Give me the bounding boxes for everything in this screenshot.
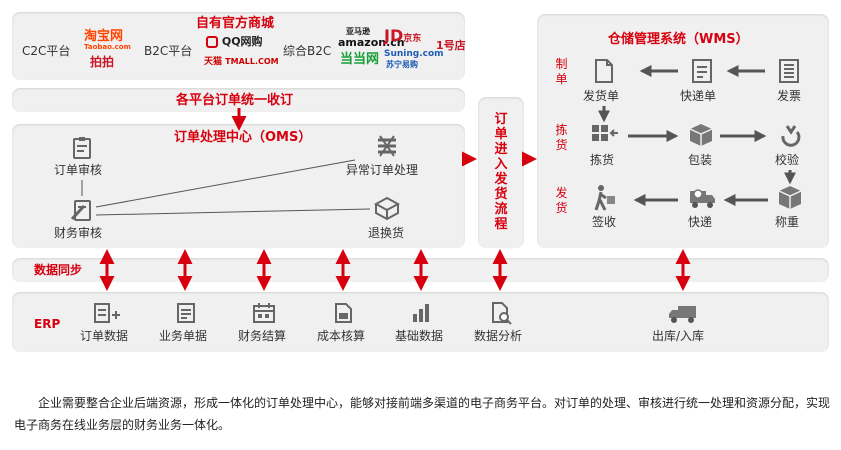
erp-item-inbound-outbound: 出库/入库 [652,329,705,343]
data-analysis-icon [492,302,512,325]
shipping-note-label: 发货单 [583,89,620,103]
b2c-label: B2C平台 [144,44,193,58]
abnormal-order-label: 异常订单处理 [346,163,419,177]
tmall-logo-en: TMALL.COM [225,57,279,66]
tmall-logo: 天猫 TMALL.COM [204,58,279,67]
platforms-title: 自有官方商城 [196,16,275,31]
qq-logo: QQ网购 [206,36,263,48]
packing-label: 包装 [688,153,713,167]
taobao-logo: 淘宝网 [84,29,124,44]
paipai-logo: 拍拍 [90,55,115,69]
amazon-logo: amazon.cn [338,36,405,49]
yhd-logo: 1号店 [436,39,466,52]
erp-item-business-docs: 业务单据 [159,329,208,343]
finance-review-label: 财务审核 [54,226,103,240]
order-review-label: 订单审核 [54,163,103,177]
wms-row-label-1: 制单 [555,57,568,86]
erp-label: ERP [34,317,61,331]
return-exchange-icon [374,196,400,220]
erp-item-finance-settlement: 财务结算 [238,329,287,343]
packing-icon [689,124,713,146]
weighing-icon [778,186,802,209]
oms-title: 订单处理中心（OMS） [174,130,312,145]
erp-item-order-data: 订单数据 [80,329,129,343]
base-data-icon [413,304,429,322]
picking-label: 拣货 [590,153,615,167]
cost-accounting-icon [335,303,352,323]
order-review-icon [73,137,91,159]
sign-receipt-label: 签收 [592,215,617,229]
finance-review-icon [70,200,91,221]
weighing-label: 称重 [775,215,800,229]
order-data-icon [94,303,120,323]
picking-icon [592,125,618,141]
taobao-logo-en: Taobao.com [84,43,131,51]
express-note-label: 快递单 [680,89,717,103]
amazon-cn-logo: 亚马逊 [346,27,370,36]
inspection-icon [781,125,801,147]
erp-item-base-data: 基础数据 [395,329,444,343]
combo-label: 综合B2C [283,44,332,58]
platforms-panel [12,12,465,80]
flow-title: 订单进入发货流程 [494,112,508,232]
express-note-icon [692,59,712,83]
courier-label: 快递 [688,215,713,229]
flow-panel [478,97,524,248]
shipping-note-icon [595,59,613,83]
wms-title: 仓储管理系统（WMS） [608,32,749,47]
jd-logo: JD京东 [384,28,421,44]
description-paragraph: 企业需要整合企业后端资源，形成一体化的订单处理中心，能够对接前端多渠道的电子商务… [14,396,831,432]
erp-item-data-analysis: 数据分析 [474,329,523,343]
finance-settlement-icon [253,303,275,323]
collect-title: 各平台订单统一收订 [176,93,294,108]
return-exchange-label: 退换货 [368,226,405,240]
business-docs-icon [177,303,195,323]
wms-row-label-2: 拣货 [555,123,568,152]
suning-cn-logo: 苏宁易购 [386,60,418,69]
sign-receipt-icon [594,185,615,211]
abnormal-order-icon [378,135,396,157]
jd-logo-cn: 京东 [403,34,422,44]
dangdang-logo: 当当网 [340,52,380,67]
tmall-logo-cn: 天猫 [204,57,223,67]
courier-icon [690,189,715,208]
inbound-outbound-icon [669,306,696,323]
sync-title: 数据同步 [34,263,83,277]
qq-logo-text: QQ网购 [221,35,263,48]
c2c-label: C2C平台 [22,44,71,58]
erp-item-cost-accounting: 成本核算 [317,329,366,343]
invoice-label: 发票 [777,89,802,103]
invoice-icon [779,59,799,83]
jd-logo-en: JD [384,26,404,45]
inspection-label: 校验 [775,153,800,167]
wms-panel [537,14,829,248]
wms-row-label-3: 发货 [555,186,568,215]
suning-logo: Suning.com [384,49,444,59]
